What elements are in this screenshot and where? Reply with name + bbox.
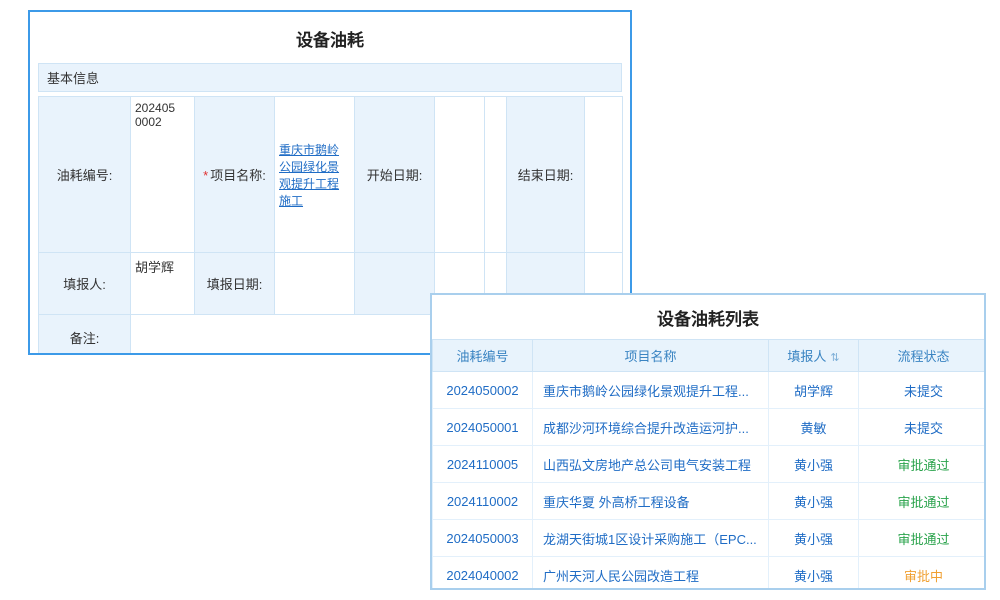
empty-cell (354, 252, 435, 315)
fuel-no-link[interactable]: 2024040002 (432, 556, 533, 588)
filler-name: 黄小强 (768, 482, 859, 520)
section-header-basic-info: 基本信息 (38, 63, 622, 92)
project-link[interactable]: 龙湖天街城1区设计采购施工（EPC... (532, 519, 769, 557)
filler-name: 胡学辉 (768, 371, 859, 409)
column-header-filler[interactable]: 填报人⇅ (768, 339, 859, 372)
list-title: 设备油耗列表 (657, 310, 759, 329)
fill-date-label: 填报日期: (194, 252, 275, 315)
required-mark: * (203, 168, 209, 183)
project-link[interactable]: 重庆华夏 外高桥工程设备 (532, 482, 769, 520)
project-link[interactable]: 山西弘文房地产总公司电气安装工程 (532, 445, 769, 483)
filler-name: 黄敏 (768, 408, 859, 446)
project-name-label-text: 项目名称: (210, 168, 266, 183)
fuel-no-value: 2024050002 (135, 101, 176, 129)
sort-icon[interactable]: ⇅ (830, 352, 840, 364)
project-link[interactable]: 成都沙河环境综合提升改造运河护... (532, 408, 769, 446)
project-name-link[interactable]: 重庆市鹅岭公园绿化景观提升工程施工 (279, 142, 340, 208)
fuel-no-link[interactable]: 2024050003 (432, 519, 533, 557)
fill-date-value-cell (274, 252, 355, 315)
filler-value: 胡学辉 (130, 252, 195, 315)
remark-label: 备注: (38, 314, 131, 353)
filler-name: 黄小强 (768, 519, 859, 557)
start-date-value-cell (434, 96, 485, 253)
project-link[interactable]: 重庆市鹅岭公园绿化景观提升工程... (532, 371, 769, 409)
fuel-no-link[interactable]: 2024050002 (432, 371, 533, 409)
table-header-row: 油耗编号 项目名称 填报人⇅ 流程状态 (432, 339, 984, 372)
column-header-status: 流程状态 (858, 339, 984, 372)
column-header-fuel-no: 油耗编号 (432, 339, 533, 372)
status-badge: 未提交 (858, 371, 984, 409)
empty-cell (484, 96, 507, 253)
status-badge: 审批通过 (858, 519, 984, 557)
status-badge: 审批中 (858, 556, 984, 588)
status-badge: 未提交 (858, 408, 984, 446)
filler-name: 黄小强 (768, 556, 859, 588)
project-link[interactable]: 广州天河人民公园改造工程 (532, 556, 769, 588)
fuel-no-link[interactable]: 2024110005 (432, 445, 533, 483)
project-name-value-cell: 重庆市鹅岭公园绿化景观提升工程施工 (274, 96, 355, 253)
filler-label: 填报人: (38, 252, 131, 315)
start-date-label: 开始日期: (354, 96, 435, 253)
column-header-filler-text: 填报人 (787, 349, 827, 364)
fuel-no-label: 油耗编号: (38, 96, 131, 253)
end-date-value-cell (584, 96, 623, 253)
fuel-no-link[interactable]: 2024110002 (432, 482, 533, 520)
status-badge: 审批通过 (858, 445, 984, 483)
status-badge: 审批通过 (858, 482, 984, 520)
form-title: 设备油耗 (296, 31, 364, 50)
fuel-no-value-cell: 2024050002 (130, 96, 195, 253)
fuel-no-link[interactable]: 2024050001 (432, 408, 533, 446)
form-row-1: 油耗编号: 2024050002 *项目名称: 重庆市鹅岭公园绿化景观提升工程施… (38, 96, 623, 253)
end-date-label: 结束日期: (506, 96, 585, 253)
project-name-label: *项目名称: (194, 96, 275, 253)
filler-name: 黄小强 (768, 445, 859, 483)
column-header-project: 项目名称 (532, 339, 769, 372)
